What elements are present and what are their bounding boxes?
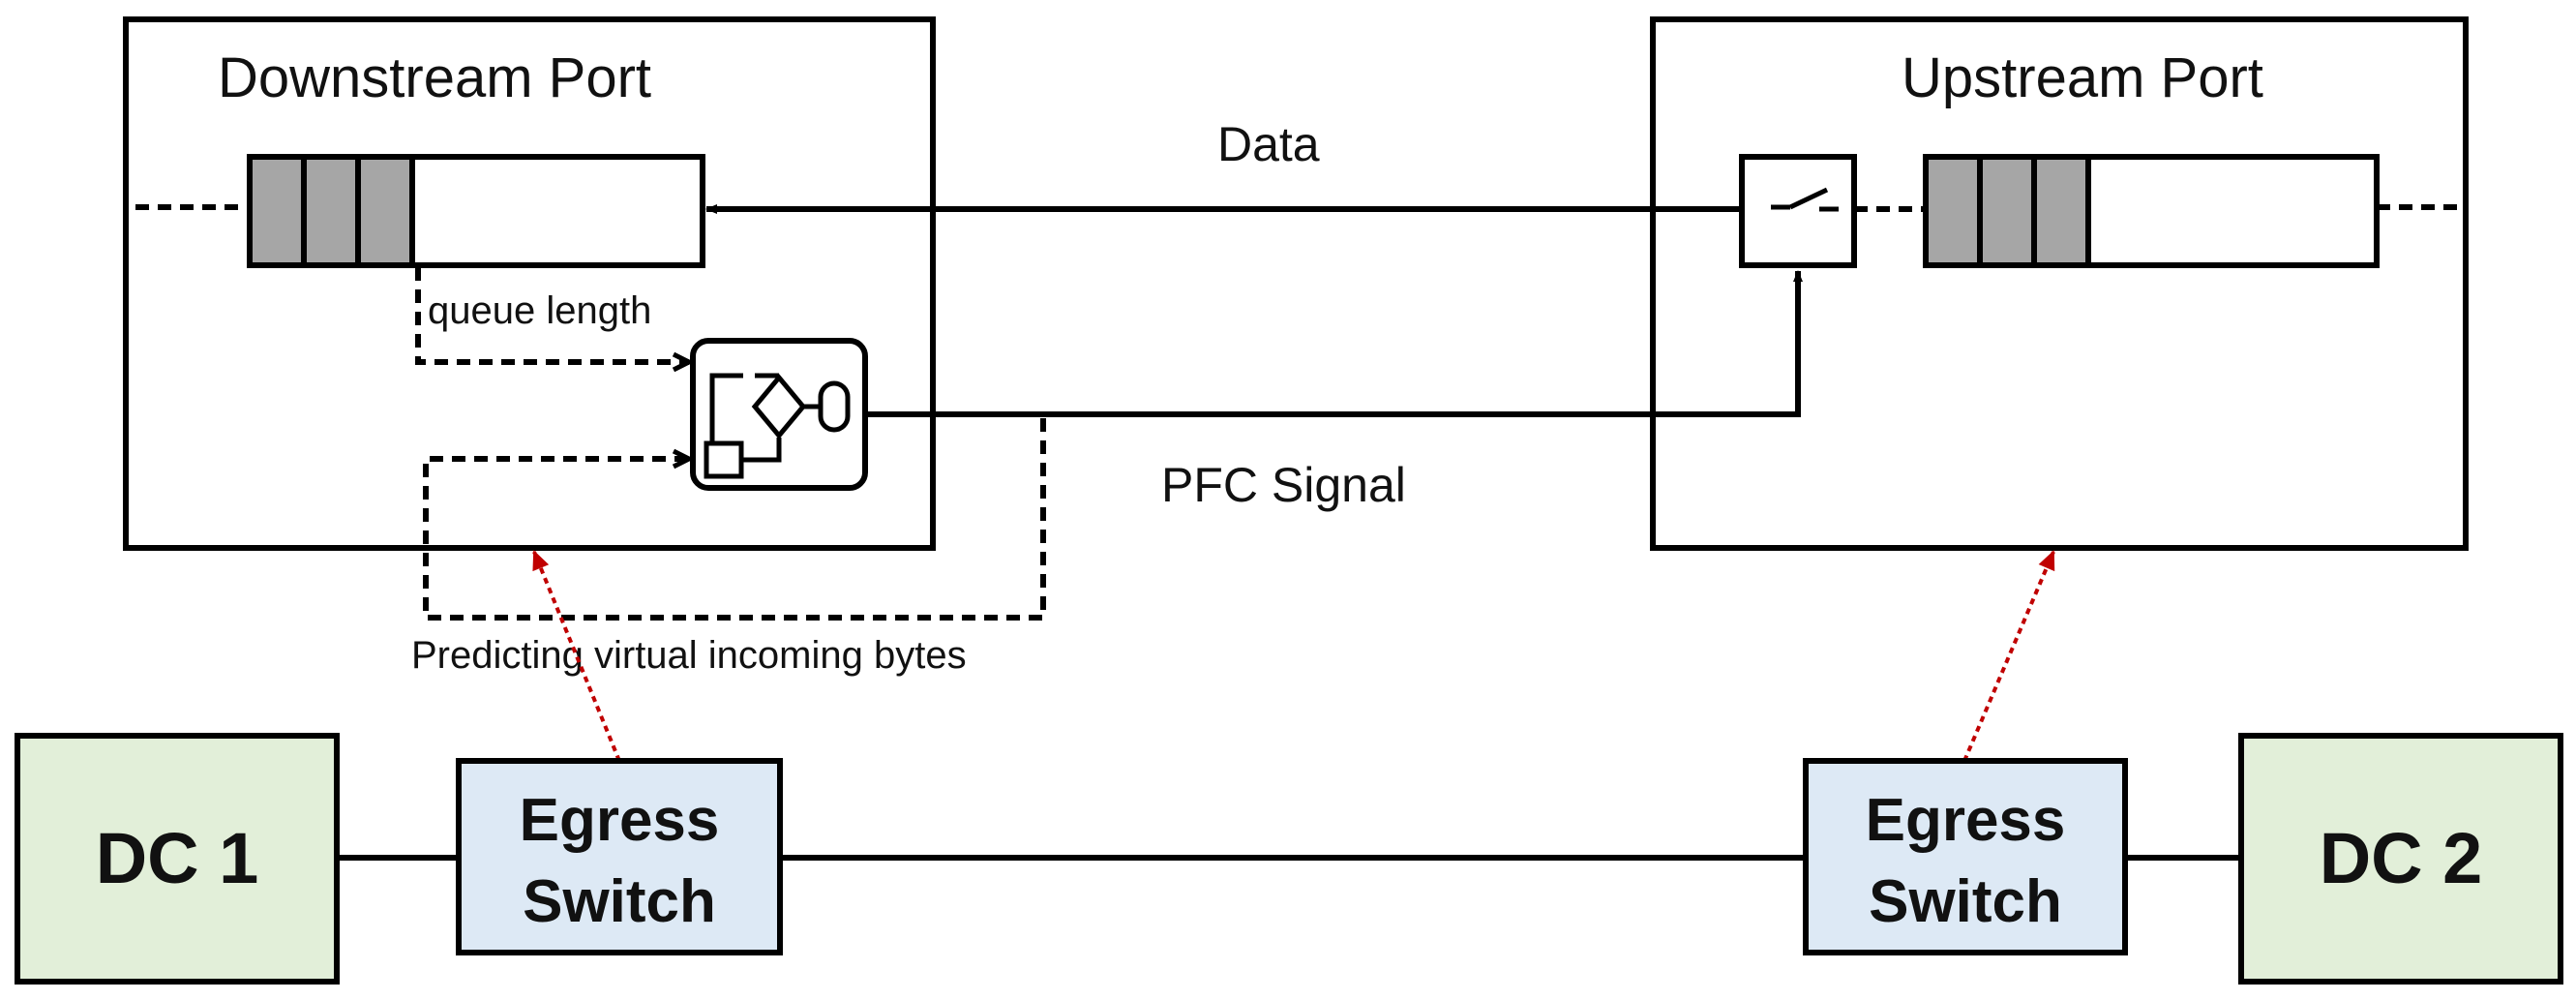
- pfc-signal-arrow: [865, 270, 1803, 417]
- queue-cell: [301, 154, 361, 268]
- dc-2-label: DC 2: [2320, 818, 2483, 898]
- queue-cell: [247, 154, 307, 268]
- dc-1: DC 1: [15, 733, 340, 985]
- pfc-signal-label: PFC Signal: [1161, 458, 1406, 512]
- upstream-port: Upstream Port: [1650, 16, 2469, 551]
- downstream-port-title: Downstream Port: [218, 46, 651, 109]
- data-label: Data: [1217, 117, 1320, 171]
- hint-arrow-right: [1962, 550, 2055, 762]
- queue-length-label: queue length: [428, 289, 651, 332]
- egress-switch-right-line1: Egress: [1866, 787, 2066, 854]
- egress-switch-left: Egress Switch: [456, 758, 783, 955]
- upstream-queue: [1923, 154, 2458, 268]
- predicting-label: Predicting virtual incoming bytes: [411, 634, 967, 677]
- egress-switch-right-line2: Switch: [1869, 868, 2062, 935]
- downstream-port: Downstream Port queue length: [123, 16, 936, 551]
- downstream-queue: [135, 154, 705, 268]
- dc-1-label: DC 1: [96, 818, 259, 898]
- queue-cell: [2031, 154, 2091, 268]
- dc-2: DC 2: [2238, 733, 2563, 985]
- egress-switch-left-line1: Egress: [520, 787, 720, 854]
- queue-cell: [1923, 154, 1983, 268]
- flowchart-controller-icon: [690, 338, 868, 491]
- queue-cell: [1977, 154, 2037, 268]
- upstream-port-box: [1650, 16, 2469, 551]
- hint-arrow-left: [532, 550, 621, 762]
- switch-toggle-icon: [1739, 154, 1857, 268]
- egress-switch-left-line2: Switch: [523, 868, 716, 935]
- queue-cell: [355, 154, 415, 268]
- queue-length-line: [415, 267, 689, 362]
- egress-switch-right: Egress Switch: [1803, 758, 2128, 955]
- upstream-port-title: Upstream Port: [1902, 46, 2263, 109]
